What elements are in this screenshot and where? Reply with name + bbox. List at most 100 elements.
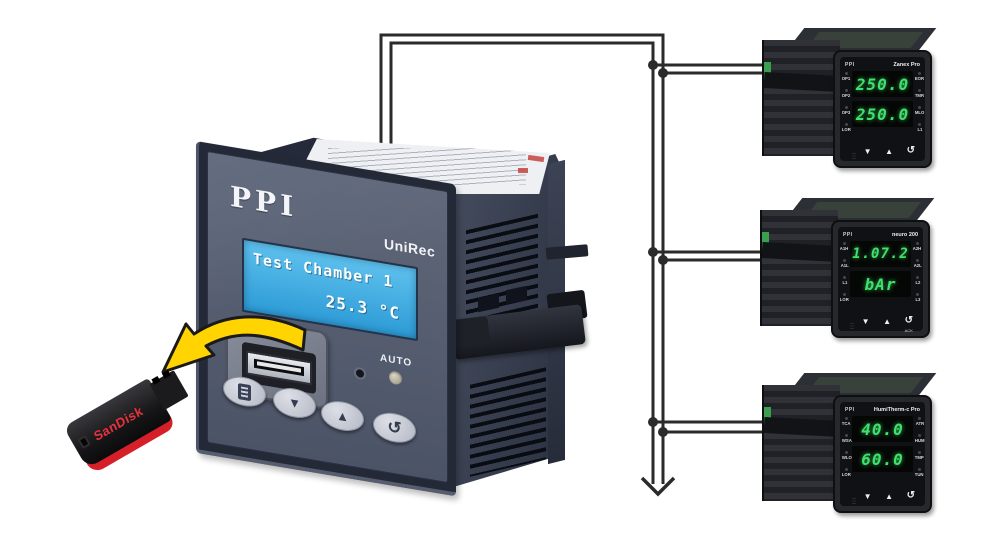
vent-slots-bottom bbox=[470, 367, 546, 477]
upper-display: 250.0 bbox=[852, 71, 913, 97]
wire-arrowhead bbox=[640, 476, 676, 497]
upper-display: 1.07.2 bbox=[850, 241, 911, 267]
led-label: A1H bbox=[840, 246, 849, 252]
enter-button[interactable]: ↺ ACK bbox=[905, 310, 913, 333]
led-dot bbox=[916, 276, 919, 279]
led-label: MLO bbox=[914, 110, 925, 116]
recorder-front-bezel: PPI UniRec Test Chamber 1 25.3 °C bbox=[196, 141, 456, 497]
connector-notch bbox=[161, 370, 171, 379]
panel-clamp bbox=[763, 72, 841, 92]
upper-display: 40.0 bbox=[852, 416, 913, 442]
led-label: EOR bbox=[914, 76, 925, 82]
led-column-left: TCA WSA WLO LOR bbox=[841, 417, 852, 478]
enter-button[interactable]: ↺ bbox=[906, 490, 915, 501]
up-button[interactable]: ▲ bbox=[883, 316, 891, 326]
auto-led bbox=[389, 370, 402, 386]
down-button[interactable]: ▼ bbox=[863, 491, 872, 501]
led-dot bbox=[843, 259, 846, 262]
led-dot bbox=[918, 72, 921, 75]
led-dot bbox=[845, 72, 848, 75]
led-label: A2H bbox=[913, 246, 922, 252]
wire-junction-dots bbox=[648, 60, 668, 437]
panel-hole bbox=[356, 368, 364, 379]
sticker-red-mark bbox=[527, 154, 545, 163]
menu-icon bbox=[238, 382, 251, 401]
mounting-screw-rod bbox=[545, 244, 589, 260]
down-button[interactable]: ▼ bbox=[861, 316, 870, 326]
usb-icon bbox=[236, 326, 253, 336]
lcd-line1: Test Chamber 1 bbox=[253, 249, 394, 292]
led-label: WLO bbox=[841, 455, 852, 461]
up-button[interactable]: ▲ bbox=[321, 397, 364, 435]
led-label: LOR bbox=[840, 297, 849, 303]
led-label: TMR bbox=[914, 93, 925, 99]
usb-receptacle bbox=[246, 350, 312, 386]
led-label: LOR bbox=[842, 127, 851, 133]
led-dot bbox=[845, 468, 848, 471]
led-dot bbox=[845, 434, 848, 437]
upper-value: 1.07.2 bbox=[852, 246, 909, 262]
led-column-left: A1H A1L L1 LOR bbox=[839, 242, 850, 303]
led-dot bbox=[845, 451, 848, 454]
led-column-left: OP1 OP2 OP3 LOR bbox=[841, 72, 852, 133]
led-label: TCA bbox=[842, 421, 851, 427]
led-dot bbox=[845, 123, 848, 126]
up-button[interactable]: ▲ bbox=[885, 146, 893, 156]
enter-button[interactable]: ↺ bbox=[906, 145, 915, 156]
led-dot bbox=[918, 123, 921, 126]
controller-2: PPI neuro 200 1.07.2 bAr A1H A1L L1 LOR … bbox=[756, 196, 935, 344]
led-dot bbox=[916, 242, 919, 245]
controller-case bbox=[760, 210, 839, 326]
down-button[interactable]: ▼ bbox=[863, 146, 872, 156]
led-label: WSA bbox=[841, 438, 852, 444]
led-label: ATR bbox=[915, 421, 924, 427]
lcd-line2: 25.3 °C bbox=[325, 291, 400, 324]
led-dot bbox=[845, 417, 848, 420]
down-arrow-icon: ▼ bbox=[288, 394, 301, 412]
led-dot bbox=[843, 276, 846, 279]
up-button[interactable]: ▲ bbox=[885, 491, 893, 501]
lower-display: 60.0 bbox=[852, 446, 913, 472]
usb-tongue bbox=[257, 361, 301, 373]
led-dot bbox=[843, 242, 846, 245]
led-dot bbox=[918, 468, 921, 471]
led-label: OP3 bbox=[842, 110, 851, 116]
controller-case bbox=[762, 385, 841, 501]
led-label: HUM bbox=[914, 438, 925, 444]
controller-3: PPI HumiTherm-c Pro 40.0 60.0 TCA WSA WL… bbox=[758, 371, 937, 519]
enter-icon: ↺ bbox=[904, 314, 913, 326]
mounting-clamp-knob bbox=[451, 315, 491, 349]
enter-button[interactable]: ↺ bbox=[373, 409, 416, 446]
led-dot bbox=[843, 293, 846, 296]
lower-value: bAr bbox=[864, 274, 897, 294]
model-name: UniRec bbox=[384, 235, 436, 261]
usb-slot bbox=[254, 358, 304, 377]
led-label: TMP bbox=[915, 455, 924, 461]
terminal-connector bbox=[764, 407, 771, 427]
controller-case bbox=[762, 40, 841, 156]
led-label: L1 bbox=[917, 127, 922, 133]
drive-brand: SanDisk bbox=[90, 402, 145, 444]
wire-branch-2 bbox=[653, 250, 768, 262]
led-dot bbox=[916, 259, 919, 262]
led-dot bbox=[916, 293, 919, 296]
controller-bezel: PPI Zanex Pro 250.0 250.0 OP1 OP2 OP3 LO… bbox=[833, 50, 932, 168]
led-dot bbox=[918, 417, 921, 420]
led-label: L3 bbox=[915, 297, 920, 303]
auto-label: AUTO bbox=[380, 352, 413, 370]
controller-brand: PPI bbox=[845, 61, 855, 68]
controller-brand: PPI bbox=[845, 406, 855, 413]
wire-branch-3 bbox=[653, 420, 770, 434]
led-label: L2 bbox=[915, 280, 920, 286]
led-label: OP2 bbox=[842, 93, 851, 99]
terminal-connector bbox=[762, 232, 769, 252]
lower-display: 250.0 bbox=[852, 101, 913, 127]
up-arrow-icon: ▲ bbox=[336, 407, 349, 425]
led-dot bbox=[918, 89, 921, 92]
enter-icon: ↺ bbox=[387, 417, 402, 439]
upper-value: 40.0 bbox=[861, 419, 904, 439]
brand-logo: PPI bbox=[230, 179, 298, 224]
sticker-red-mark bbox=[518, 168, 528, 173]
led-column-right: ATR HUM TMP TUN bbox=[914, 417, 925, 478]
